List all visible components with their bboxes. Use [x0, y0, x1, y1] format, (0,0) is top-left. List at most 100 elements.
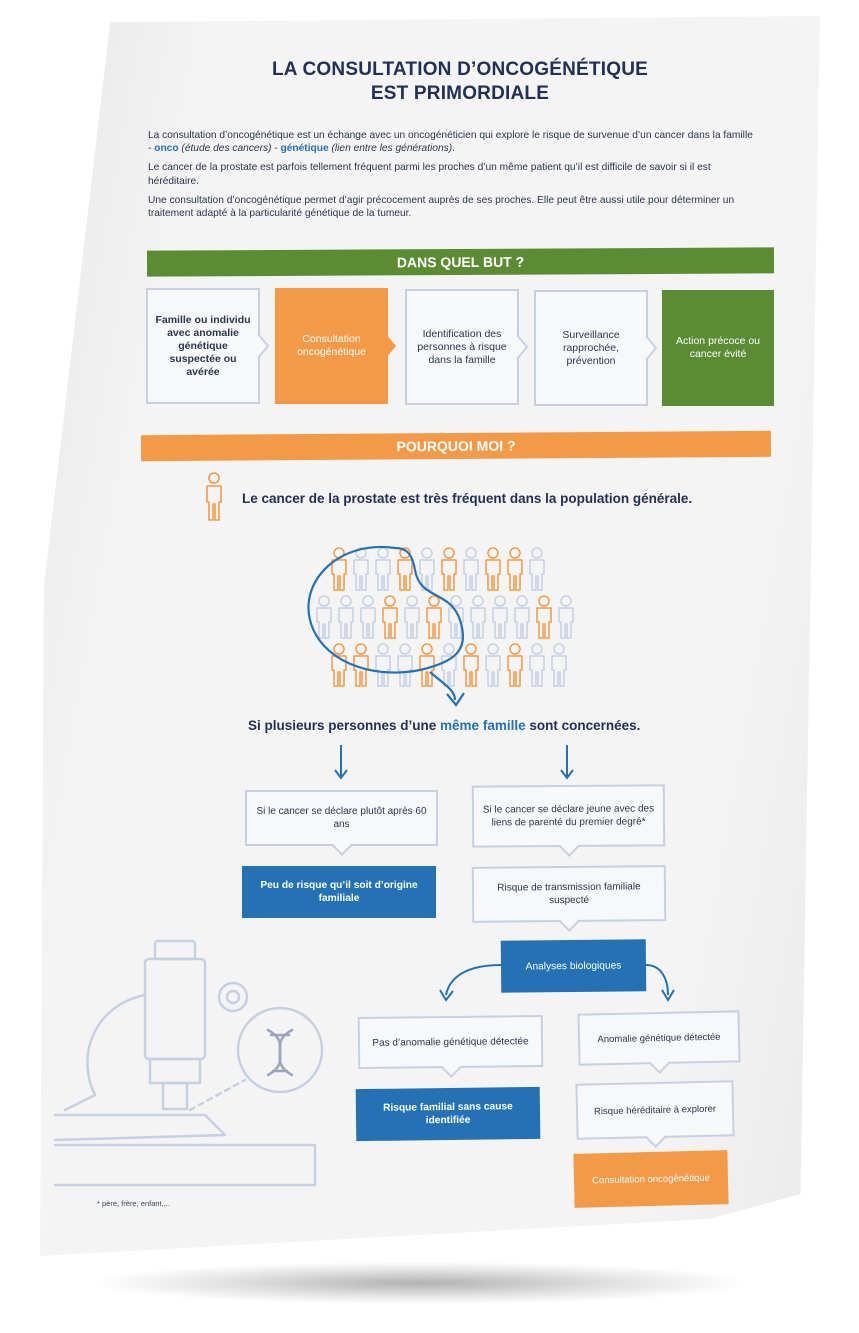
- anomaly-text: Anomalie génétique détectée: [597, 1031, 721, 1045]
- intro-p1-dash: -: [271, 143, 281, 155]
- population-crowd: [316, 547, 574, 687]
- person-icon: [463, 547, 479, 591]
- person-icon: [470, 595, 486, 639]
- intro-paragraph-2: Le cancer de la prostate est parfois tel…: [148, 162, 711, 187]
- familial-risk-box: Risque familial sans cause identifiée: [355, 1086, 541, 1142]
- after-60-bubble: Si le cancer se déclare plutôt après 60 …: [245, 790, 438, 856]
- arrow-branch-right: [645, 964, 669, 996]
- person-icon: [404, 595, 420, 639]
- person-icon: [514, 595, 530, 639]
- population-statement: Le cancer de la prostate est très fréque…: [242, 491, 693, 506]
- family-statement: Si plusieurs personnes d’une même famill…: [248, 718, 640, 733]
- anomaly-bubble: Anomalie génétique détectée: [577, 1010, 741, 1074]
- consultation-box: Consultation oncogénétique: [573, 1150, 729, 1208]
- keyword-genetique: génétique: [280, 143, 329, 155]
- lasso-arrow-line: [429, 671, 457, 701]
- family-text-a: Si plusieurs personnes d’une: [248, 718, 441, 733]
- chevron-right-icon: [257, 333, 270, 359]
- person-icon: [353, 547, 369, 591]
- person-icon: [316, 595, 332, 639]
- microscope-base: [53, 1143, 317, 1187]
- person-icon: [382, 595, 398, 639]
- chevron-right-icon: [516, 334, 529, 360]
- person-icon: [441, 547, 457, 591]
- title-line-1: LA CONSULTATION D’ONCOGÉNÉTIQUE: [272, 59, 648, 80]
- arrow-down-icon: [439, 989, 454, 1002]
- low-risk-box: Peu de risque qu’il soit d’origine famil…: [242, 866, 436, 918]
- eyepiece: [153, 939, 197, 961]
- lens: [161, 1081, 189, 1111]
- zoom-circle: [236, 1006, 324, 1094]
- arrow-branch-left: [445, 964, 502, 996]
- person-icon: [507, 547, 523, 591]
- person-icon: [507, 643, 523, 687]
- person-icon: [360, 595, 376, 639]
- microscope-arm: [63, 993, 147, 1112]
- no-anomaly-bubble: Pas d’anomalie génétique détectée: [357, 1015, 544, 1078]
- transmission-text: Risque de transmission familiale suspect…: [497, 881, 641, 907]
- arrow-down-icon: [334, 769, 348, 780]
- person-icon: [551, 643, 567, 687]
- dna-rungs: [269, 1033, 291, 1073]
- intro-p1-end: .: [452, 143, 455, 155]
- poster-title: LA CONSULTATION D’ONCOGÉNÉTIQUE EST PRIM…: [180, 58, 740, 106]
- arrow-down-icon: [560, 769, 574, 780]
- person-icon: [492, 595, 508, 639]
- zoom-line: [188, 1078, 247, 1112]
- microscope-stage: [53, 1113, 227, 1142]
- focus-knob: [217, 981, 249, 1013]
- onco-note: (étude des cancers): [181, 143, 272, 155]
- chevron-right-icon: [386, 334, 396, 358]
- person-icon: [441, 643, 457, 687]
- person-icon: [536, 595, 552, 639]
- person-icon: [331, 643, 347, 687]
- after-60-text: Si le cancer se déclare plutôt après 60 …: [256, 806, 427, 830]
- person-icon: [529, 547, 545, 591]
- family-keyword: même famille: [440, 718, 526, 733]
- chevron-right-icon: [645, 335, 658, 361]
- intro-text: La consultation d’oncogénétique est un é…: [148, 129, 758, 226]
- person-icon: [448, 595, 464, 639]
- goal-step-consultation: Consultation oncogénétique: [275, 288, 388, 404]
- goal-step-action: Action précoce ou cancer évité: [662, 290, 774, 406]
- person-icon: [485, 643, 501, 687]
- person-icon: [397, 547, 413, 591]
- goal-step-surveillance: Surveillance rapprochée, prévention: [534, 290, 648, 406]
- microscope-tube: [143, 957, 207, 1061]
- family-outline: [307, 545, 465, 674]
- objective: [148, 1057, 202, 1085]
- dna-strand: [266, 1028, 294, 1077]
- young-text: Si le cancer se déclare jeune avec des l…: [482, 803, 655, 829]
- keyword-onco: onco: [154, 143, 179, 155]
- genetique-note: (lien entre les générations): [331, 143, 453, 155]
- person-icon: [419, 547, 435, 591]
- intro-p1-text: La consultation d’oncogénétique est un é…: [148, 130, 753, 155]
- person-icon: [426, 595, 442, 639]
- person-icon: [485, 547, 501, 591]
- person-icon: [206, 472, 222, 521]
- microscope-illustration: [53, 939, 324, 1187]
- hereditary-text: Risque héréditaire à explorer: [593, 1103, 717, 1117]
- arrow-down-icon: [446, 692, 465, 707]
- person-icon: [558, 595, 574, 639]
- transmission-bubble: Risque de transmission familiale suspect…: [471, 865, 667, 932]
- no-anomaly-text: Pas d’anomalie génétique détectée: [372, 1035, 529, 1049]
- analyses-box: Analyses biologiques: [500, 939, 647, 993]
- family-text-b: sont concernées.: [525, 718, 641, 733]
- footnote: * père, frère, enfant,...: [97, 1199, 170, 1208]
- intro-paragraph-3: Une consultation d’oncogénétique permet …: [148, 194, 735, 220]
- person-icon: [529, 643, 545, 687]
- young-bubble: Si le cancer se déclare jeune avec des l…: [471, 784, 666, 857]
- title-line-2: EST PRIMORDIALE: [370, 83, 550, 104]
- poster-floor-shadow: [95, 1262, 745, 1304]
- focus-knob-center: [225, 989, 241, 1005]
- hereditary-bubble: Risque héréditaire à explorer: [575, 1080, 735, 1148]
- arrow-down-icon: [661, 989, 675, 1002]
- person-icon: [463, 643, 479, 687]
- goal-step-family: Famille ou individu avec anomalie généti…: [146, 288, 260, 404]
- intro-paragraph-1: La consultation d’oncogénétique est un é…: [148, 129, 758, 155]
- person-icon: [338, 595, 354, 639]
